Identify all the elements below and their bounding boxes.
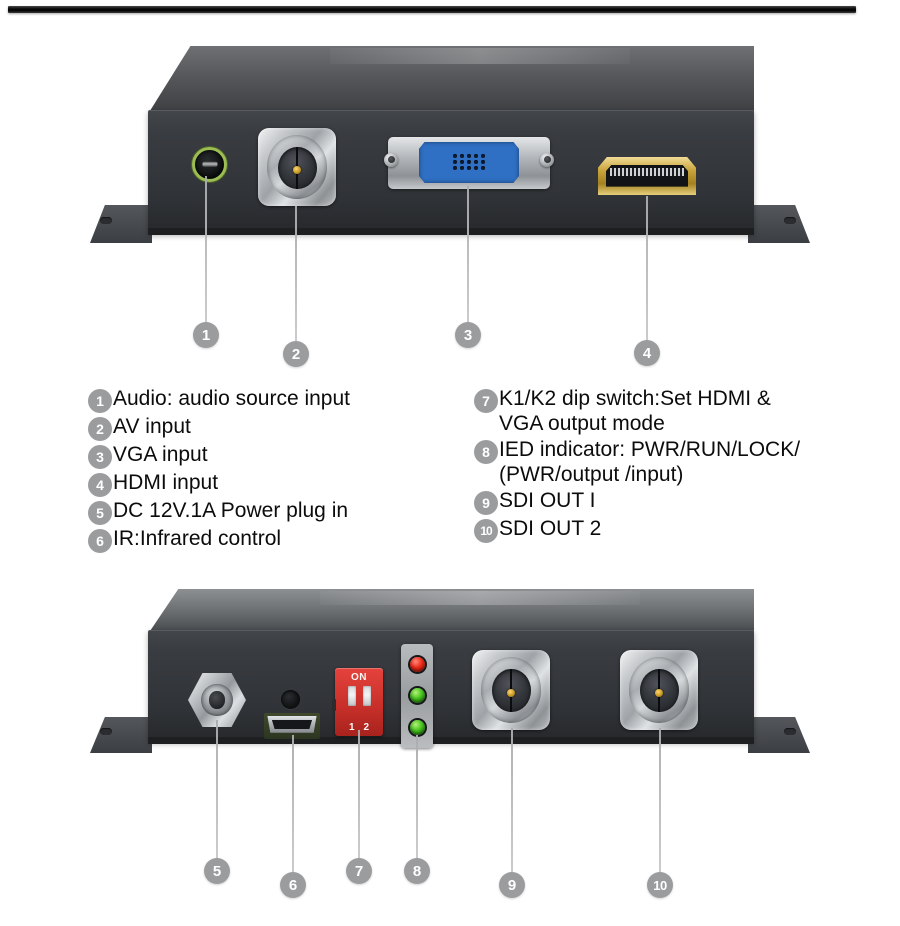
legend-badge: 3 [88,445,112,469]
bnc-center-pin [293,166,301,175]
lock-led-indicator [409,719,425,735]
legend-text: DC 12V.1A Power plug in [113,499,349,522]
legend-badge: 5 [88,501,112,525]
leader-line-4 [646,196,648,342]
callout-badge-7[interactable]: 7 [346,858,372,884]
callout-badge-3[interactable]: 3 [455,322,481,348]
legend-item: 10 SDI OUT 2 [474,516,894,543]
legend-item: 7 K1/K2 dip switch:Set HDMI & VGA output… [474,386,894,436]
legend-text: HDMI input [113,471,219,494]
callout-badge-10[interactable]: 10 [647,872,673,898]
callout-badge-1[interactable]: 1 [193,322,219,348]
callout-badge-4[interactable]: 4 [634,340,660,366]
dc-power-jack-port[interactable] [188,673,246,727]
legend-item: 1 Audio: audio source input [88,386,478,413]
dip-switch-on-label: ON [351,672,367,683]
chassis-top-surface [148,46,754,114]
legend-text: SDI OUT 2 [499,517,602,540]
led-indicator-bank [401,644,433,748]
dip-switch-numbers: 1 2 [335,723,383,733]
vga-port[interactable] [384,137,554,189]
legend-text: IR:Infrared control [113,527,282,550]
vga-dsub-shell [418,141,520,184]
leader-line-1 [205,176,207,324]
legend-badge: 7 [474,389,498,413]
legend-badge: 9 [474,491,498,515]
bnc-sdi-out-1-port[interactable] [472,650,550,730]
pwr-led-indicator [409,657,425,673]
leader-line-7 [358,730,360,860]
legend-text: K1/K2 dip switch:Set HDMI & VGA output m… [499,387,771,435]
leader-line-3 [467,186,469,324]
dip-switch-lever-1[interactable] [347,686,356,706]
legend-text: AV input [113,415,191,438]
legend-right-column: 7 K1/K2 dip switch:Set HDMI & VGA output… [474,386,894,544]
legend-badge: 4 [88,473,112,497]
leader-line-9 [511,728,513,874]
bnc-center-pin [507,689,515,698]
legend-item: 3 VGA input [88,442,478,469]
legend-badge: 8 [474,440,498,464]
chassis-top-surface [148,589,754,634]
mounting-bracket-right [748,717,810,753]
leader-line-10 [659,728,661,874]
dip-switch[interactable]: ON 1 2 [332,668,383,736]
bnc-center-pin [655,689,663,698]
callout-badge-6[interactable]: 6 [280,872,306,898]
legend-left-column: 1 Audio: audio source input 2 AV input 3… [88,386,478,554]
dip-switch-levers[interactable] [335,686,383,706]
leader-line-5 [216,720,218,860]
callout-badge-2[interactable]: 2 [283,341,309,367]
legend-text: SDI OUT I [499,489,596,512]
callout-badge-5[interactable]: 5 [204,858,230,884]
leader-line-6 [292,735,294,874]
legend-badge: 10 [474,519,498,543]
callout-badge-9[interactable]: 9 [499,872,525,898]
vga-screw-left-icon [384,152,398,167]
legend-item: 5 DC 12V.1A Power plug in [88,498,478,525]
front-face-bottom-edge [148,228,754,235]
dip-switch-lever-2[interactable] [362,686,371,706]
run-led-indicator [409,688,425,704]
usb-slot [271,719,313,730]
dip-switch-number: 2 [363,722,370,733]
audio-jack-3.5mm-port[interactable] [192,147,227,182]
legend-item: 8 IED indicator: PWR/RUN/LOCK/ (PWR/outp… [474,437,894,487]
bracket-hole-icon [100,217,112,224]
hdmi-contacts [609,167,685,176]
legend-item: 6 IR:Infrared control [88,526,478,553]
mounting-bracket-left [90,205,152,243]
top-divider-rule [8,6,856,13]
leader-line-2 [295,206,297,343]
legend-item: 9 SDI OUT I [474,488,894,515]
legend-item: 4 HDMI input [88,470,478,497]
legend-text: Audio: audio source input [113,387,350,410]
callout-badge-8[interactable]: 8 [404,858,430,884]
chassis-top-highlight [320,591,640,605]
micro-usb-port[interactable] [264,713,320,739]
legend-badge: 1 [88,389,112,413]
bracket-hole-icon [784,217,796,224]
legend-badge: 6 [88,529,112,553]
vga-pin-grid [419,142,519,184]
bnc-sdi-out-2-port[interactable] [620,650,698,730]
hdmi-port[interactable] [598,157,696,195]
bracket-hole-icon [100,728,112,735]
mounting-bracket-left [90,717,152,753]
rear-face-bottom-edge [148,737,754,744]
legend-badge: 2 [88,417,112,441]
legend-text: VGA input [113,443,208,466]
vga-screw-right-icon [540,152,554,167]
bracket-hole-icon [784,728,796,735]
dip-switch-tab-icon [332,698,336,711]
dc-jack-center-pin [209,691,225,709]
chassis-top-highlight [330,48,630,64]
mounting-bracket-right [748,205,810,243]
bnc-av-input-port[interactable] [258,128,336,206]
legend-item: 2 AV input [88,414,478,441]
leader-line-8 [416,735,418,860]
legend-text: IED indicator: PWR/RUN/LOCK/ (PWR/output… [499,438,801,486]
ir-receiver-hole [281,690,300,709]
dip-switch-number: 1 [348,722,355,733]
